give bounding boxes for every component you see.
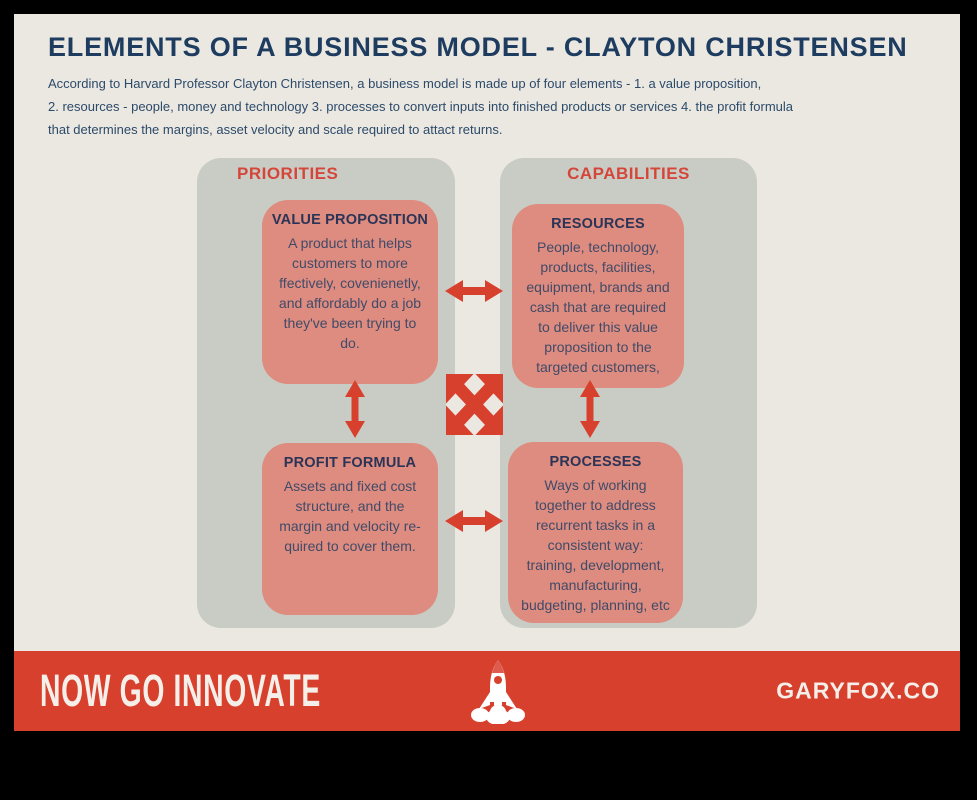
value-proposition-text: A product that helps customers to more f…: [278, 235, 422, 351]
content-sheet: ELEMENTS OF A BUSINESS MODEL - CLAYTON C…: [14, 14, 960, 651]
double-headed-arrow-icon: [579, 380, 601, 443]
processes-box: PROCESSES Ways of working together to ad…: [508, 442, 683, 623]
resources-title: RESOURCES: [551, 216, 645, 232]
four-way-arrows-icon: [445, 372, 504, 440]
capabilities-panel: CAPABILITIES RESOURCES People, technolog…: [500, 158, 757, 628]
page-title: ELEMENTS OF A BUSINESS MODEL - CLAYTON C…: [48, 32, 908, 62]
processes-text: Ways of working together to address recu…: [521, 477, 670, 613]
priorities-panel: PRIORITIES VALUE PROPOSITION A product t…: [197, 158, 455, 628]
value-proposition-title: VALUE PROPOSITION: [271, 212, 429, 228]
double-headed-arrow-icon: [344, 380, 366, 443]
priorities-heading: PRIORITIES: [237, 164, 339, 183]
rocket-icon: [466, 658, 530, 729]
footer-tagline: NOW GO INNOVATE: [40, 665, 321, 716]
value-proposition-box: VALUE PROPOSITION A product that helps c…: [262, 200, 438, 384]
resources-box: RESOURCES People, technology, products, …: [512, 204, 684, 388]
double-headed-arrow-icon: [445, 279, 503, 308]
footer-bar: NOW GO INNOVATE GARYFOX.CO: [14, 651, 960, 731]
profit-formula-box: PROFIT FORMULA Assets and fixed cost str…: [262, 443, 438, 615]
profit-formula-title: PROFIT FORMULA: [283, 455, 417, 471]
double-headed-arrow-icon: [445, 509, 503, 538]
site-link: GARYFOX.CO: [776, 677, 940, 704]
intro-paragraph: According to Harvard Professor Clayton C…: [48, 76, 794, 137]
processes-title: PROCESSES: [549, 454, 642, 470]
capabilities-heading: CAPABILITIES: [567, 164, 690, 183]
resources-text: People, technology, products, facilities…: [526, 239, 670, 375]
profit-formula-text: Assets and fixed cost structure, and the…: [279, 478, 421, 554]
